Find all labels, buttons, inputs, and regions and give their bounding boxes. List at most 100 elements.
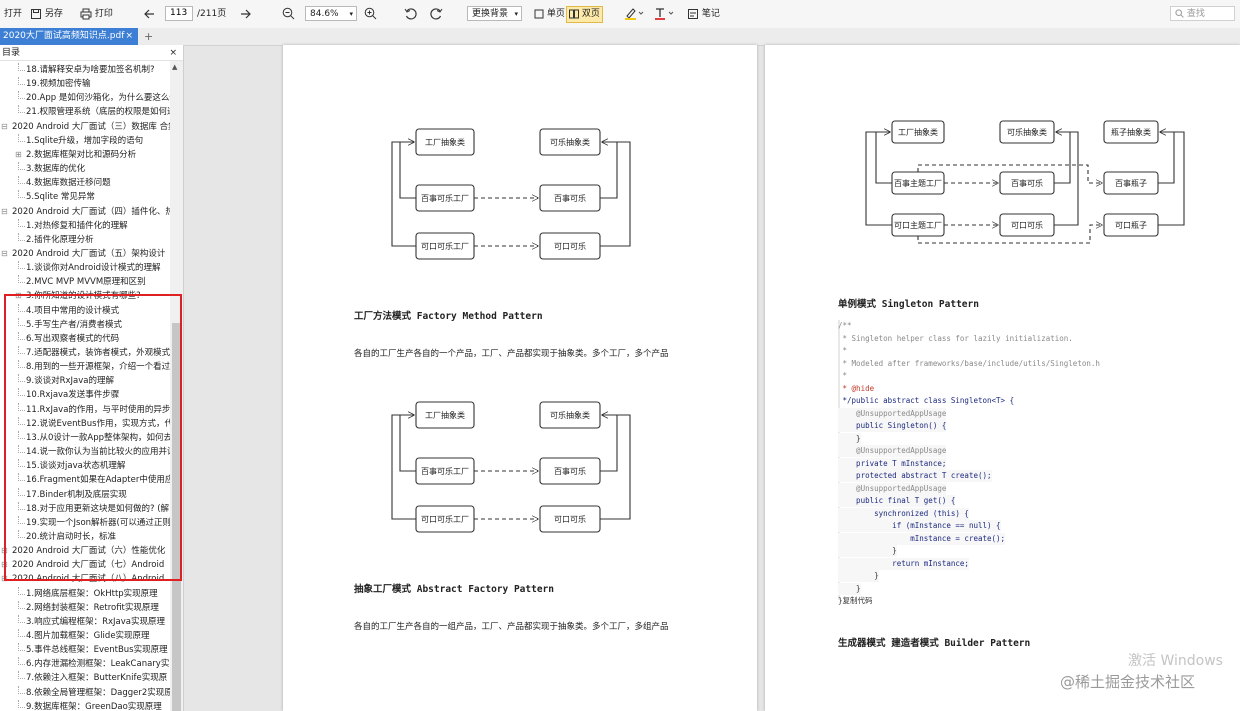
toc-item[interactable]: 8.用到的一些开源框架，介绍一个看过: [0, 360, 172, 374]
toc-item[interactable]: 1.对热修复和插件化的理解: [0, 218, 172, 233]
toc-section[interactable]: ⊟2020 Android 大厂面试（四）插件化、热: [0, 205, 172, 219]
text-color-button[interactable]: [654, 5, 674, 23]
toc-item[interactable]: 21.权限管理系统（底层的权限是如何进行: [0, 105, 172, 119]
background-select[interactable]: 更换背景 ▾: [467, 6, 522, 21]
toc-item[interactable]: 1.谈谈你对Android设计模式的理解: [0, 261, 172, 275]
toc-item[interactable]: 2.网络封装框架：Retrofit实现原理: [0, 600, 172, 615]
toc-label: 4.图片加载框架：Glide实现原理: [26, 631, 150, 641]
toc-section[interactable]: ⊟2020 Android 大厂面试（三）数据库 合集: [0, 120, 172, 134]
toc-item[interactable]: 16.Fragment如果在Adapter中使用应: [0, 473, 172, 487]
toc-item[interactable]: 11.RxJava的作用，与平时使用的异步: [0, 402, 172, 417]
toc-label: 2020 Android 大厂面试（六）性能优化: [12, 546, 166, 557]
toc-item[interactable]: 3.数据库的优化: [0, 162, 172, 176]
collapse-icon[interactable]: ⊟: [1, 206, 8, 216]
toc-item[interactable]: 14.说一款你认为当前比较火的应用并设: [0, 445, 172, 459]
diagram-label: 百事可乐: [554, 466, 586, 476]
toc-item[interactable]: 9.数据库框架：GreenDao实现原理: [0, 699, 172, 711]
tree-line: [18, 671, 25, 680]
toc-scrollbar[interactable]: ▲: [170, 61, 183, 711]
tree-line: [18, 614, 25, 623]
highlighter-button[interactable]: [624, 5, 644, 23]
rotate-right-button[interactable]: [430, 5, 443, 23]
toc-label: 13.从0设计一款App整体架构，如何去: [26, 432, 172, 443]
save-as-button[interactable]: 另存: [30, 5, 63, 23]
scrollbar-thumb[interactable]: [172, 323, 181, 711]
document-tab[interactable]: 2020大厂面试高频知识点.pdf ×: [0, 28, 138, 45]
tree-line: [18, 388, 25, 397]
toc-label: 18.对于应用更新这块是如何做的? (解: [26, 503, 170, 514]
collapse-icon[interactable]: ⊟: [1, 248, 8, 258]
toc-item[interactable]: 5.事件总线框架：EventBus实现原理: [0, 643, 172, 657]
toc-item[interactable]: 3.响应式编程框架：RxJava实现原理: [0, 614, 172, 629]
diagram-label: 可口主题工厂: [894, 220, 942, 230]
toc-label: 4.项目中常用的设计模式: [26, 305, 120, 316]
toc-item[interactable]: 19.视频加密传输: [0, 77, 172, 91]
notes-button[interactable]: 笔记: [687, 5, 720, 23]
toc-item[interactable]: 18.对于应用更新这块是如何做的? (解: [0, 501, 172, 516]
toc-item[interactable]: 2.MVC MVP MVVM原理和区别: [0, 275, 172, 289]
zoom-select[interactable]: 84.6% ▾: [305, 6, 357, 21]
product-a-box: 百事可乐: [539, 457, 601, 485]
double-page-icon: [569, 9, 579, 18]
tree-line: [18, 218, 25, 227]
toc-label: 6.写出观察者模式的代码: [26, 333, 120, 344]
scroll-up-icon[interactable]: ▲: [172, 63, 178, 71]
toc-item[interactable]: 6.写出观察者模式的代码: [0, 331, 172, 346]
diagram-label: 百事主题工厂: [894, 178, 942, 188]
rotate-left-button[interactable]: [404, 5, 417, 23]
toc-item[interactable]: 1.Sqlite升级，增加字段的语句: [0, 133, 172, 148]
toc-label: 1.谈谈你对Android设计模式的理解: [26, 263, 161, 274]
toc-item[interactable]: 1.网络底层框架：OkHttp实现原理: [0, 586, 172, 601]
single-page-icon: [534, 9, 544, 18]
code-line: protected abstract T create();: [838, 470, 992, 482]
close-icon[interactable]: ×: [169, 48, 177, 58]
toc-item[interactable]: 6.内存泄漏检测框架：LeakCanary实: [0, 657, 172, 671]
toc-section[interactable]: ⊟2020 Android 大厂面试（五）架构设计: [0, 247, 172, 261]
toc-item[interactable]: 4.图片加载框架：Glide实现原理: [0, 629, 172, 643]
toc-item[interactable]: 20.统计启动时长，标准: [0, 529, 172, 544]
toc-item[interactable]: 7.适配器模式，装饰者模式，外观模式: [0, 346, 172, 360]
toc-item[interactable]: 17.Binder机制及底层实现: [0, 487, 172, 502]
page-number-input[interactable]: [165, 6, 193, 21]
zoom-in-button[interactable]: [364, 5, 377, 23]
toc-item[interactable]: 8.依赖全局管理框架：Dagger2实现原: [0, 685, 172, 700]
single-page-button[interactable]: 单页: [534, 5, 565, 23]
collapse-icon[interactable]: ⊟: [1, 121, 8, 131]
toc-item[interactable]: 18.请解释安卓为啥要加签名机制?: [0, 63, 172, 77]
toc-item[interactable]: 9.谈谈对RxJava的理解: [0, 374, 172, 388]
abstract-product-box: 可乐抽象类: [539, 401, 601, 429]
toc-item[interactable]: 4.数据库数据迁移问题: [0, 176, 172, 190]
next-page-button[interactable]: [240, 5, 252, 23]
toc-item[interactable]: ⊞2.数据库框架对比和源码分析: [0, 148, 172, 162]
toc-item[interactable]: 12.说说EventBus作用，实现方式，代: [0, 416, 172, 431]
code-line: }: [838, 545, 897, 557]
close-icon[interactable]: ×: [125, 31, 133, 41]
toc-item[interactable]: 4.项目中常用的设计模式: [0, 303, 172, 318]
expand-icon[interactable]: ⊞: [15, 149, 22, 159]
toc-item[interactable]: 15.谈谈对java状态机理解: [0, 459, 172, 473]
toc-item[interactable]: 5.Sqlite 常见异常: [0, 190, 172, 204]
open-button[interactable]: 打开: [4, 9, 23, 19]
new-tab-button[interactable]: +: [144, 30, 154, 43]
print-button[interactable]: 打印: [80, 5, 113, 23]
inherit-arrow: [600, 142, 618, 199]
toc-item[interactable]: 19.实现一个Json解析器(可以通过正则: [0, 515, 172, 530]
toc-label: 1.网络底层框架：OkHttp实现原理: [26, 588, 158, 599]
create-arrow: [917, 225, 1102, 244]
tree-line: [18, 133, 25, 142]
abstract-factory-box: 工厂抽象类: [415, 401, 475, 429]
toc-item[interactable]: 2.插件化原理分析: [0, 232, 172, 247]
tree-line: [18, 77, 25, 86]
toc-item[interactable]: 20.App 是如何沙箱化，为什么要这么做: [0, 91, 172, 105]
toc-item[interactable]: 10.Rxjava发送事件步骤: [0, 388, 172, 402]
code-line: */public abstract class Singleton<T> {: [838, 396, 1015, 405]
toc-item[interactable]: 5.手写生产者/消费者模式: [0, 317, 172, 332]
toc-item[interactable]: 7.依赖注入框架：ButterKnife实现原: [0, 671, 172, 685]
double-page-button[interactable]: 双页: [566, 6, 603, 23]
prev-page-button[interactable]: [143, 5, 155, 23]
zoom-out-button[interactable]: [282, 5, 295, 23]
toc-item[interactable]: 13.从0设计一款App整体架构，如何去: [0, 430, 172, 445]
code-line: @UnsupportedAppUsage: [838, 482, 947, 495]
toc-label: 18.请解释安卓为啥要加签名机制?: [26, 65, 155, 75]
search-box[interactable]: 查找: [1170, 6, 1235, 21]
